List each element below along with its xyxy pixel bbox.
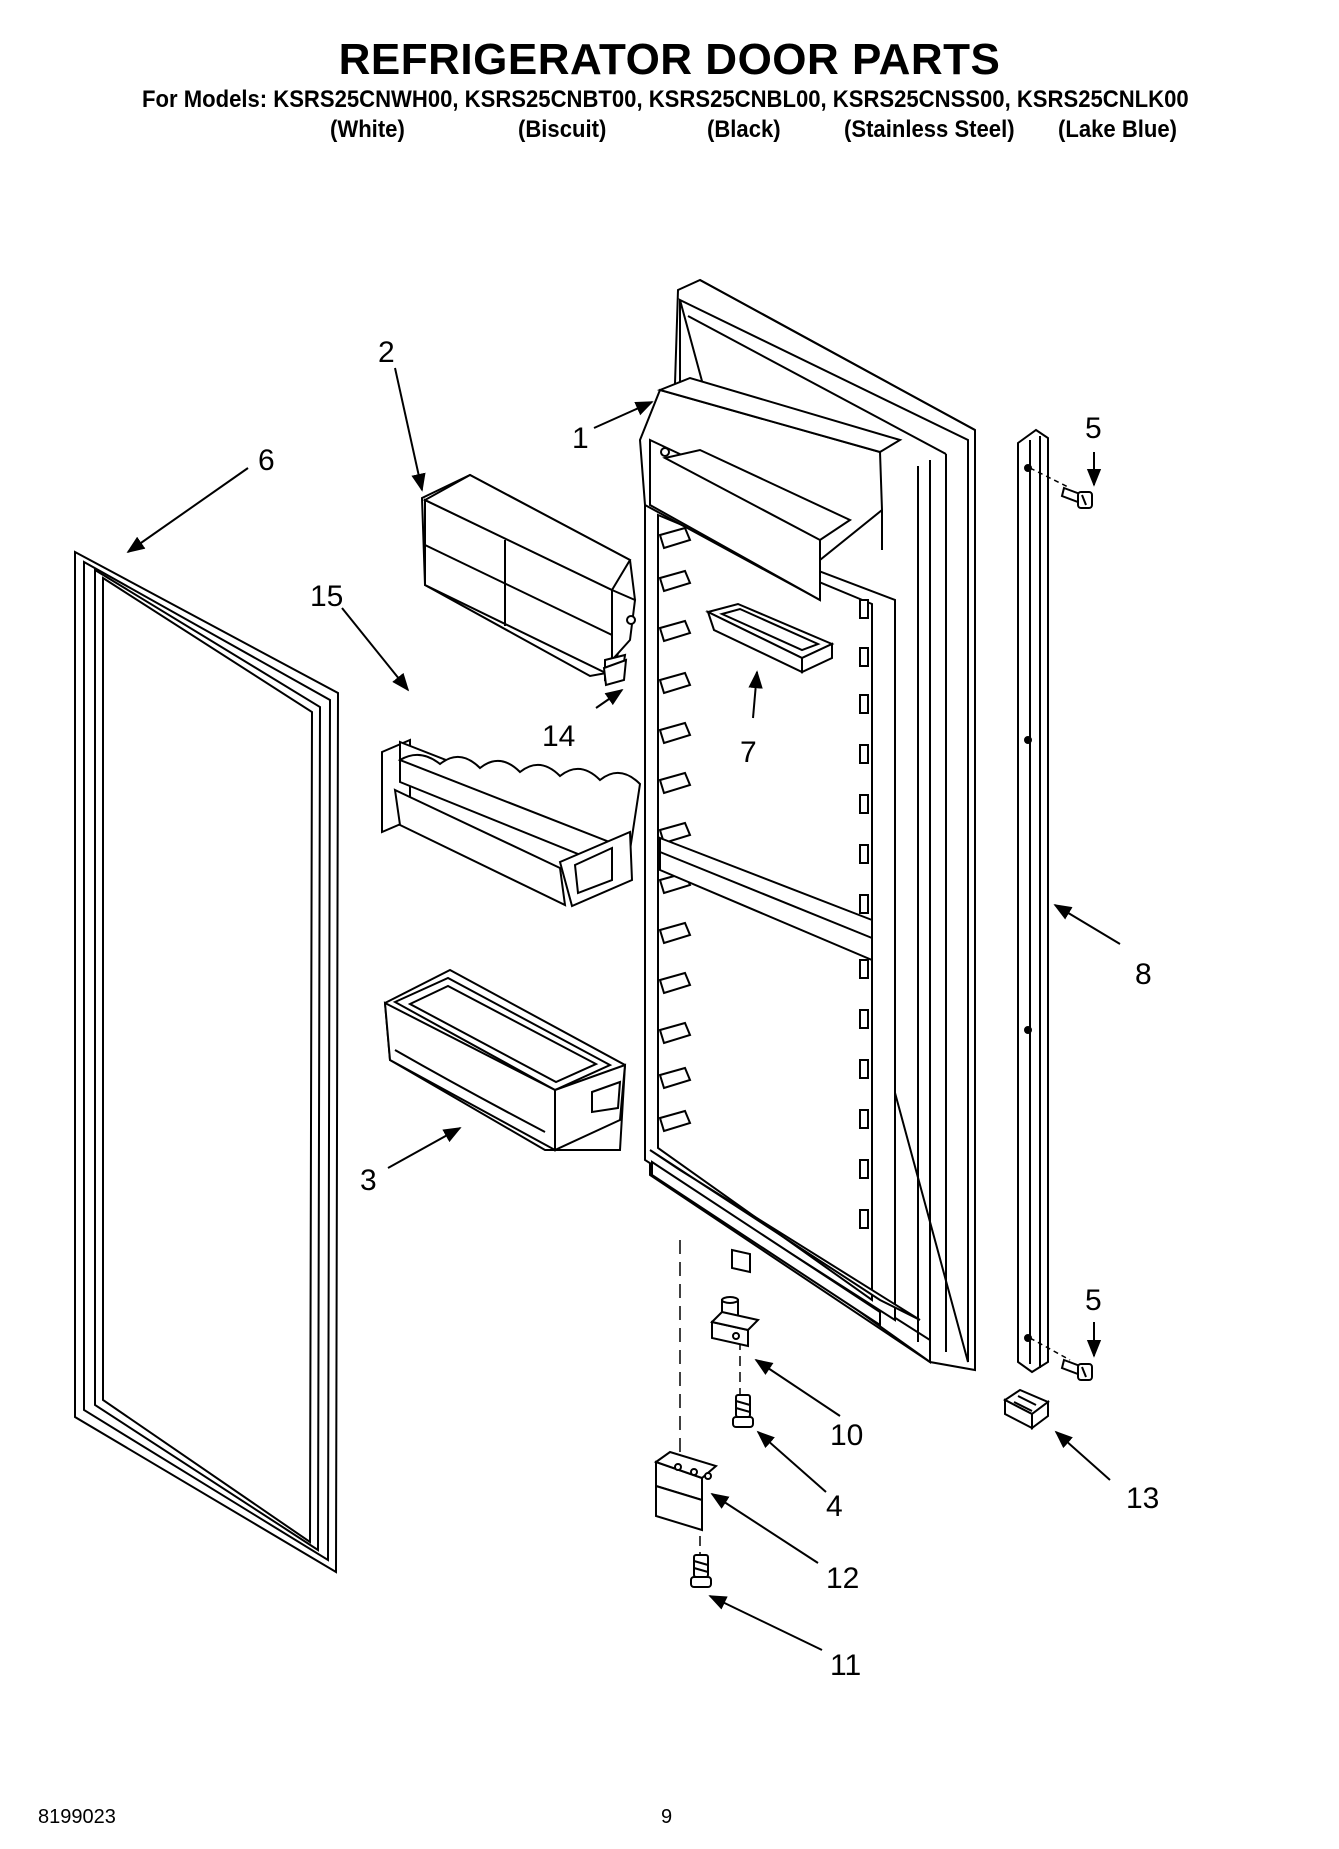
part-4-screw <box>732 1394 754 1428</box>
callout-4: 4 <box>826 1490 843 1523</box>
part-2-dairy-door <box>420 473 637 682</box>
part-5-screw-bottom <box>1060 1358 1093 1381</box>
part-3-door-bin <box>383 968 627 1152</box>
part-15-egg-bin <box>381 738 642 908</box>
part-13-door-stop <box>1003 1388 1050 1430</box>
callout-5-bottom: 5 <box>1085 1284 1102 1317</box>
callout-2: 2 <box>378 336 395 369</box>
liner-left-shelf-supports <box>658 526 692 1133</box>
color-biscuit: (Biscuit) <box>518 116 607 143</box>
callout-3: 3 <box>360 1164 377 1197</box>
color-white: (White) <box>330 116 405 143</box>
callout-6: 6 <box>258 444 275 477</box>
part-10-hinge-pin <box>710 1296 760 1348</box>
callout-12: 12 <box>826 1562 859 1595</box>
part-7-small-bin <box>705 602 835 674</box>
part-5-screw-top <box>1060 486 1093 509</box>
models-line: For Models: KSRS25CNWH00, KSRS25CNBT00, … <box>142 86 1189 113</box>
part-14-dairy-pin <box>602 658 628 687</box>
part-1-door-assembly <box>638 278 976 1372</box>
callout-8: 8 <box>1135 958 1152 991</box>
page-number: 9 <box>661 1806 673 1828</box>
part-8-door-trim <box>1017 428 1071 1374</box>
color-stainless-steel: (Stainless Steel) <box>844 116 1015 143</box>
callout-11: 11 <box>830 1649 861 1682</box>
leader-arrows <box>126 367 1121 1651</box>
document-number: 8199023 <box>38 1806 116 1828</box>
part-12-hinge-plate <box>653 1450 719 1532</box>
part-6-door-gasket <box>74 550 340 1574</box>
color-black: (Black) <box>707 116 781 143</box>
callout-13: 13 <box>1126 1482 1159 1515</box>
liner-right-shelf-supports <box>859 599 869 1229</box>
color-lake-blue: (Lake Blue) <box>1058 116 1178 143</box>
part-11-screw <box>690 1554 712 1588</box>
callout-7: 7 <box>740 736 757 769</box>
page-title: REFRIGERATOR DOOR PARTS <box>338 35 1001 84</box>
callout-1: 1 <box>572 422 589 455</box>
callout-10: 10 <box>830 1419 863 1452</box>
callout-5-top: 5 <box>1085 412 1102 445</box>
callout-15: 15 <box>310 580 343 613</box>
callout-labels: 1 2 3 4 5 5 6 7 8 10 11 12 13 14 15 <box>258 336 1159 1682</box>
callout-14: 14 <box>542 720 575 753</box>
